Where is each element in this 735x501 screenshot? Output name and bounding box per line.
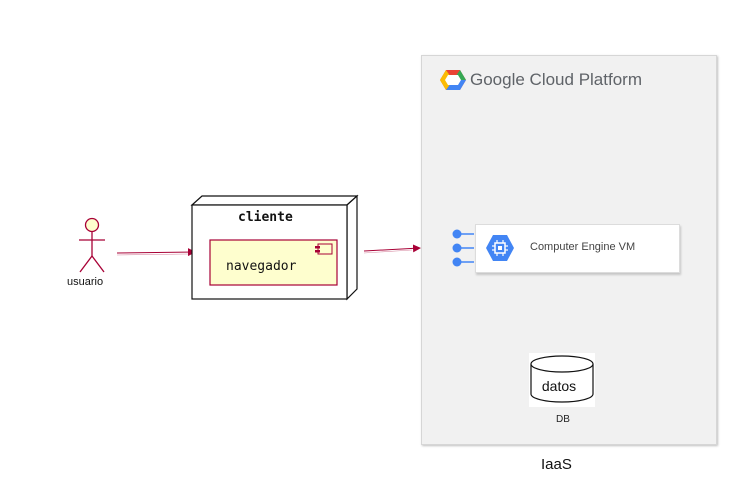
- gcp-brand-title: Google Cloud Platform: [470, 70, 642, 90]
- arrow-cliente-to-gcp: [363, 244, 421, 254]
- component-icon: [315, 243, 333, 255]
- database-caption: DB: [556, 414, 570, 425]
- gcp-brand-google: Google: [470, 70, 525, 89]
- arrow-usuario-to-cliente: [116, 248, 196, 257]
- compute-engine-chip-icon: [486, 235, 514, 261]
- database-cylinder-icon: [529, 353, 595, 407]
- gcp-brand-rest: Cloud Platform: [524, 70, 642, 89]
- database-label: datos: [541, 378, 577, 394]
- compute-engine-label: Computer Engine VM: [530, 241, 636, 253]
- navegador-label: navegador: [226, 259, 297, 274]
- google-cloud-hexagon-icon: [440, 70, 466, 90]
- iaas-caption: IaaS: [541, 456, 572, 473]
- stick-figure-icon: [79, 217, 105, 273]
- navegador-component: [209, 239, 338, 286]
- cliente-node-title: cliente: [238, 210, 293, 225]
- connector-dots-icon: [452, 229, 474, 267]
- actor-label: usuario: [67, 276, 104, 288]
